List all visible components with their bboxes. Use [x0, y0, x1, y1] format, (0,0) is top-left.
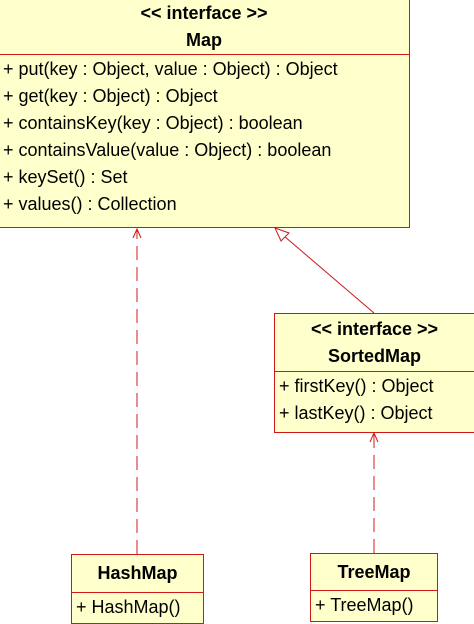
- map-operations: + put(key : Object, value : Object) : Ob…: [0, 55, 409, 218]
- treemap-name: TreeMap: [337, 561, 411, 582]
- treemap-header: TreeMap: [311, 554, 437, 591]
- sortedmap-header: << interface >> SortedMap: [275, 314, 474, 372]
- map-name: Map: [186, 30, 222, 50]
- map-op-containskey: + containsKey(key : Object) : boolean: [3, 113, 303, 133]
- map-op-keyset: + keySet() : Set: [3, 167, 128, 187]
- treemap-operations: + TreeMap(): [311, 591, 437, 619]
- hashmap-op-constructor: + HashMap(): [76, 597, 181, 617]
- sortedmap-stereotype: << interface >>: [310, 318, 439, 339]
- sortedmap-interface-box[interactable]: << interface >> SortedMap + firstKey() :…: [274, 313, 474, 433]
- sortedmap-operations: + firstKey() : Object + lastKey() : Obje…: [275, 372, 474, 427]
- map-op-values: + values() : Collection: [3, 194, 177, 214]
- map-op-put: + put(key : Object, value : Object) : Ob…: [3, 59, 338, 79]
- hollow-triangle-arrowhead-map: [274, 227, 290, 242]
- map-interface-box[interactable]: << interface >> Map + put(key : Object, …: [0, 0, 410, 228]
- map-header: << interface >> Map: [0, 0, 409, 55]
- sortedmap-name: SortedMap: [327, 345, 421, 366]
- open-arrowhead-sortedmap: [369, 431, 379, 443]
- sortedmap-op-lastkey: + lastKey() : Object: [279, 403, 433, 423]
- hashmap-operations: + HashMap(): [72, 593, 203, 621]
- map-op-get: + get(key : Object) : Object: [3, 86, 218, 106]
- hashmap-header: HashMap: [72, 555, 203, 593]
- sortedmap-op-firstkey: + firstKey() : Object: [279, 376, 434, 396]
- generalization-sortedmap-to-map: [283, 235, 375, 314]
- map-stereotype: << interface >>: [140, 3, 268, 23]
- treemap-op-constructor: + TreeMap(): [315, 595, 414, 615]
- map-op-containsvalue: + containsValue(value : Object) : boolea…: [3, 140, 332, 160]
- hashmap-class-box[interactable]: HashMap + HashMap(): [71, 554, 204, 624]
- hashmap-name: HashMap: [97, 563, 178, 583]
- open-arrowhead-map: [132, 227, 142, 239]
- treemap-class-box[interactable]: TreeMap + TreeMap(): [310, 553, 438, 622]
